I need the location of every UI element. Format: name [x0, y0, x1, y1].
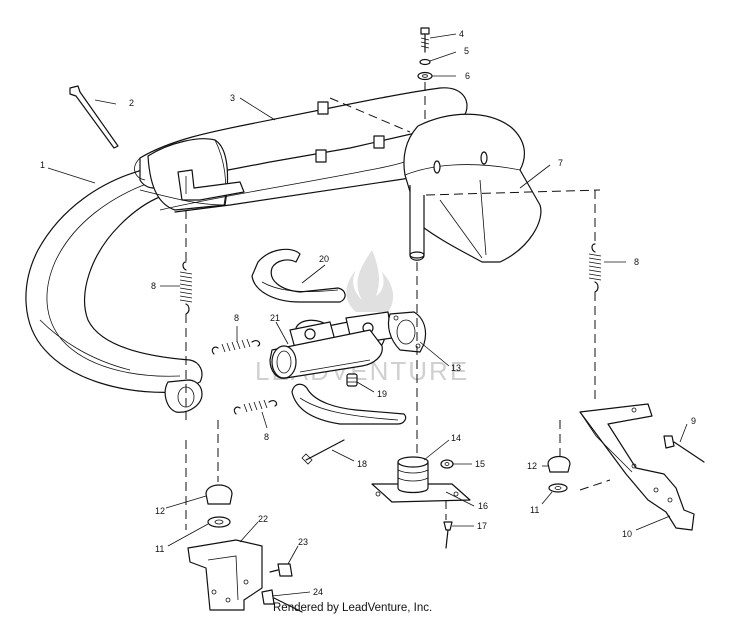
part-10-right-bracket	[579, 403, 695, 531]
part-18-bolt	[301, 439, 345, 465]
callout-12-left: 12	[155, 506, 165, 516]
callout-6: 6	[465, 71, 470, 81]
part-7-outlet-housing	[403, 113, 542, 263]
part-13-gasket	[387, 311, 427, 353]
part-2-cable-tie	[69, 85, 119, 149]
callout-9: 9	[691, 416, 696, 426]
callout-5: 5	[464, 46, 469, 56]
callout-11-right: 11	[530, 505, 539, 515]
part-9-bolt	[663, 435, 705, 463]
part-20-heat-shield	[251, 248, 346, 303]
part-4-5-6-bolt-stack	[417, 27, 433, 120]
callout-22: 22	[258, 514, 268, 524]
render-credit: Rendered by LeadVenture, Inc.	[273, 602, 433, 614]
callout-11-left: 11	[155, 544, 164, 554]
part-3-muffler	[134, 87, 468, 213]
callout-8-upper-left: 8	[151, 281, 156, 291]
callout-7: 7	[558, 158, 563, 168]
leader-lines	[47, 33, 688, 597]
part-12-left-grommet	[205, 484, 233, 528]
part-22-left-bracket	[187, 539, 263, 611]
callout-18: 18	[357, 459, 367, 469]
part-19-stud	[346, 373, 358, 387]
callout-23: 23	[298, 537, 308, 547]
callout-labels: 1 2 3 4 5 6 7 8 8 8 8 9 10 11 11 12 12 1…	[40, 29, 696, 597]
part-14-16-mount-assembly	[371, 456, 471, 549]
lower-heat-shield	[291, 383, 407, 425]
callout-21: 21	[270, 313, 280, 323]
callout-24: 24	[313, 587, 323, 597]
part-23-bolt	[269, 563, 293, 577]
flame-logo-icon	[346, 250, 394, 312]
callout-14: 14	[451, 433, 461, 443]
callout-13: 13	[451, 363, 461, 373]
part-12-right-grommet	[547, 455, 571, 493]
callout-2: 2	[129, 98, 134, 108]
part-8-springs	[179, 243, 602, 415]
callout-12-right: 12	[527, 461, 537, 471]
callout-4: 4	[459, 29, 464, 39]
callout-15: 15	[475, 459, 485, 469]
part-24-bolt	[261, 589, 303, 613]
callout-8-lower: 8	[264, 432, 269, 442]
callout-8-right: 8	[634, 257, 639, 267]
part-21-manifold	[269, 311, 393, 379]
callout-16: 16	[478, 501, 488, 511]
callout-19: 19	[377, 389, 387, 399]
callout-3: 3	[230, 93, 235, 103]
alignment-lines	[185, 97, 611, 530]
callout-20: 20	[319, 254, 329, 264]
callout-17: 17	[477, 521, 487, 531]
callout-1: 1	[40, 160, 45, 170]
callout-10: 10	[622, 529, 632, 539]
callout-8-middle: 8	[234, 313, 239, 323]
